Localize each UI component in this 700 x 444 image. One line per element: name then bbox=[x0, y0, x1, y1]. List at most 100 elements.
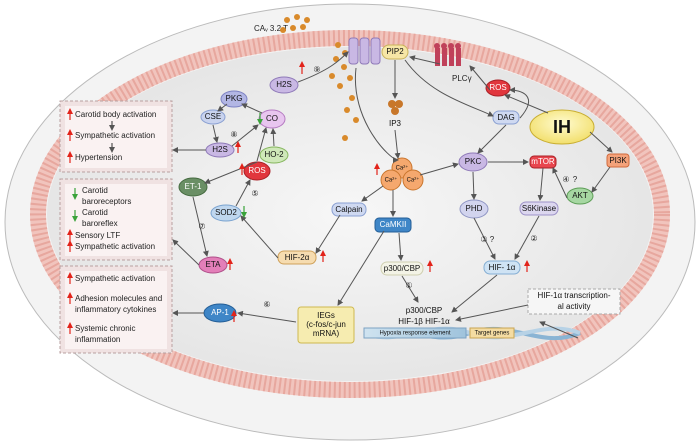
target-genes-label: Target genes bbox=[475, 331, 510, 337]
box-connectors bbox=[172, 147, 206, 316]
iegs-line3: mRNA) bbox=[313, 329, 340, 338]
box1-line3: Hypertension bbox=[75, 153, 122, 162]
ca-cluster bbox=[380, 157, 424, 191]
complex-p300-label: p300/CBP bbox=[406, 306, 442, 315]
ih-node bbox=[529, 109, 595, 145]
target-genes-bar bbox=[469, 327, 515, 339]
h2s-mid-label: H2S bbox=[212, 145, 228, 154]
dag-node bbox=[492, 110, 520, 125]
outcome-box-2: Carotid baroreceptors Carotid baroreflex… bbox=[59, 178, 173, 261]
hif1a-node bbox=[483, 260, 521, 275]
ih-label: IH bbox=[553, 117, 571, 137]
h2s-top-label: H2S bbox=[276, 80, 292, 89]
eta-label: ETA bbox=[206, 260, 222, 269]
pip2-label: PIP2 bbox=[386, 47, 404, 56]
box2-line3: Carotid bbox=[82, 208, 108, 217]
calcium-ions bbox=[280, 14, 359, 141]
step-3: ③ bbox=[480, 235, 487, 244]
pkc-label: PKC bbox=[465, 157, 482, 166]
h2s-top-node bbox=[269, 76, 299, 94]
box3-line1: Sympathetic activation bbox=[75, 274, 155, 283]
step-6: ⑥ bbox=[263, 300, 270, 309]
box2-line4: baroreflex bbox=[82, 219, 118, 228]
hre-bar bbox=[363, 327, 467, 339]
pkc-node bbox=[458, 152, 488, 172]
step-2: ② bbox=[530, 234, 537, 243]
hif2a-label: HIF-2α bbox=[285, 253, 310, 262]
et1-label: ET-1 bbox=[185, 182, 202, 191]
box3-line2: Adhesion molecules and bbox=[75, 294, 162, 303]
box1-line1: Carotid body activation bbox=[75, 110, 156, 119]
ca-label-2: Ca²⁺ bbox=[385, 177, 398, 184]
ip3-label: IP3 bbox=[389, 119, 402, 128]
ho2-label: HO-2 bbox=[264, 150, 284, 159]
box3-line5: inflammation bbox=[75, 335, 120, 344]
hif1a-label: HIF- 1α bbox=[489, 263, 516, 272]
ap1-label: AP-1 bbox=[211, 308, 229, 317]
pkg-node bbox=[220, 90, 248, 108]
hif-activity-line2: al activity bbox=[558, 302, 591, 311]
outcome-box-1: Carotid body activation Sympathetic acti… bbox=[59, 100, 173, 173]
dag-label: DAG bbox=[497, 113, 514, 122]
plcg-receptor bbox=[434, 43, 461, 66]
p300-node bbox=[380, 261, 424, 276]
box1-line2: Sympathetic activation bbox=[75, 131, 155, 140]
co-label: CO bbox=[266, 114, 278, 123]
cse-node bbox=[200, 109, 226, 125]
pathway-arrows bbox=[192, 51, 613, 339]
iegs-line1: IEGs bbox=[317, 311, 335, 320]
outcome-box-3: Sympathetic activation Adhesion molecule… bbox=[59, 265, 173, 354]
akt-node bbox=[566, 187, 594, 205]
cse-label: CSE bbox=[205, 112, 221, 121]
step-7: ⑦ bbox=[198, 222, 205, 231]
box2-line6: Sympathetic activation bbox=[75, 242, 155, 251]
et1-node bbox=[178, 177, 208, 197]
calpain-label: Calpain bbox=[335, 205, 362, 214]
box3-line4: Systemic chronic bbox=[75, 324, 135, 333]
step-3-question: ? bbox=[490, 235, 495, 244]
ros-mid-label: ROS bbox=[248, 166, 265, 175]
ho2-node bbox=[259, 146, 289, 164]
akt-label: AKT bbox=[572, 191, 588, 200]
step-4: ④ bbox=[562, 175, 569, 184]
box2-line5: Sensory LTF bbox=[75, 231, 120, 240]
camkii-node bbox=[374, 217, 412, 233]
s6k-node bbox=[519, 201, 559, 216]
step-4-question: ? bbox=[573, 175, 578, 184]
calpain-node bbox=[331, 202, 367, 217]
pkg-label: PKG bbox=[226, 94, 243, 103]
ca-label-1: Ca²⁺ bbox=[396, 165, 409, 172]
ip3-molecule bbox=[388, 100, 403, 115]
hif-activity-line1: HIF-1α transcription- bbox=[537, 291, 610, 300]
p300-label: p300/CBP bbox=[384, 264, 420, 273]
hif-activity-box bbox=[527, 288, 621, 315]
complex-hif-label: HIF-1β HIF-1α bbox=[398, 317, 450, 326]
phd-label: PHD bbox=[466, 204, 483, 213]
hre-label: Hypoxia response element bbox=[379, 331, 450, 337]
pi3k-node bbox=[606, 153, 630, 168]
iegs-node bbox=[297, 306, 355, 344]
ros-top-label: ROS bbox=[489, 83, 506, 92]
step-5: ⑤ bbox=[251, 189, 258, 198]
box2-line1: Carotid bbox=[82, 186, 108, 195]
box3-line3: inflammatory cytokines bbox=[75, 305, 156, 314]
cav32-channel bbox=[348, 37, 381, 65]
sod2-label: SOD2 bbox=[215, 208, 237, 217]
s6k-label: S6Kinase bbox=[522, 204, 557, 213]
plcg-label: PLCγ bbox=[452, 74, 472, 83]
ca-label-3: Ca²⁺ bbox=[407, 177, 420, 184]
camkii-label: CaMKII bbox=[380, 220, 407, 229]
channel-label: CAᵥ 3.2 T bbox=[254, 24, 288, 33]
step-9: ⑨ bbox=[313, 65, 320, 74]
pi3k-label: PI3K bbox=[609, 156, 627, 165]
step-1: ① bbox=[405, 281, 412, 290]
box2-line2: baroreceptors bbox=[82, 197, 131, 206]
up-arrows bbox=[67, 61, 530, 334]
step-8: ⑧ bbox=[230, 130, 237, 139]
pip2-node bbox=[381, 44, 409, 60]
down-arrows bbox=[72, 113, 263, 222]
mtor-label: mTOR bbox=[531, 157, 555, 166]
iegs-line2: (c-fos/c-jun bbox=[306, 320, 346, 329]
